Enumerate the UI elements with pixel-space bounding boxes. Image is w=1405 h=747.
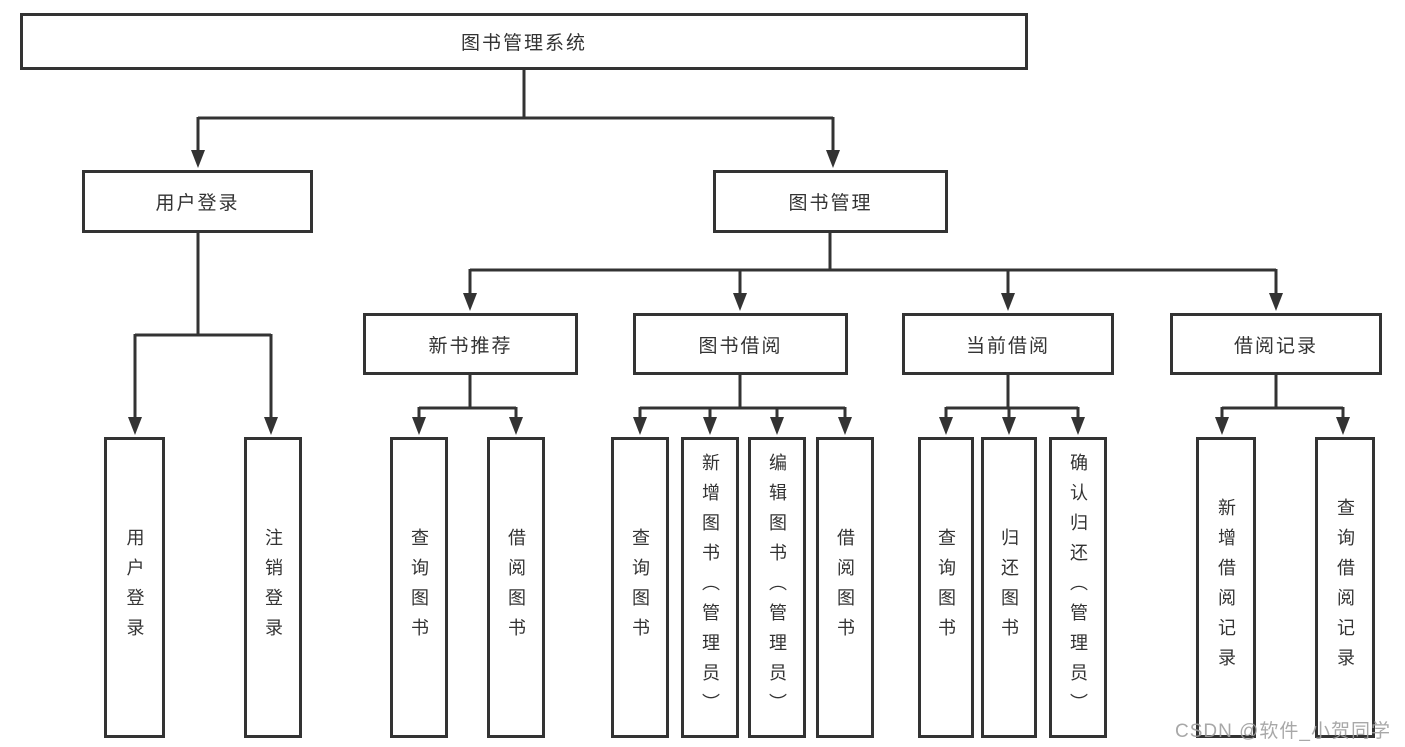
node-user-login-label: 用户登录 <box>155 193 240 214</box>
node-book-borrow: 图书借阅 <box>633 313 848 375</box>
node-borrow-records: 借阅记录 <box>1170 313 1382 375</box>
node-new-book-recommend: 新书推荐 <box>363 313 578 375</box>
node-current-borrow: 当前借阅 <box>902 313 1114 375</box>
node-root-label: 图书管理系统 <box>460 33 587 54</box>
node-new-book-recommend-label: 新书推荐 <box>428 335 513 357</box>
node-root: 图书管理系统 <box>20 13 1028 70</box>
leaf-user-login-label: 用户登录 <box>124 527 145 648</box>
leaf-query-books-3: 查询图书 <box>918 437 974 738</box>
leaf-borrow-books-2: 借阅图书 <box>816 437 874 738</box>
leaf-confirm-return-admin-label: 确认归还（管理员） <box>1068 452 1088 723</box>
leaf-edit-books-admin: 编辑图书（管理员） <box>748 437 806 738</box>
leaf-borrow-books-2-label: 借阅图书 <box>835 527 855 648</box>
node-book-management-label: 图书管理 <box>788 193 873 214</box>
leaf-add-borrow-record: 新增借阅记录 <box>1196 437 1256 738</box>
leaf-add-books-admin-label: 新增图书（管理员） <box>700 452 720 723</box>
leaf-borrow-books-1-label: 借阅图书 <box>506 527 526 648</box>
leaf-query-books-1-label: 查询图书 <box>409 527 429 648</box>
node-user-login: 用户登录 <box>82 170 313 233</box>
csdn-watermark: CSDN @软件_小贺同学 <box>1175 721 1391 742</box>
leaf-query-books-1: 查询图书 <box>390 437 448 738</box>
leaf-logout: 注销登录 <box>244 437 302 738</box>
leaf-add-books-admin: 新增图书（管理员） <box>681 437 739 738</box>
leaf-return-books-label: 归还图书 <box>999 527 1019 648</box>
leaf-confirm-return-admin: 确认归还（管理员） <box>1049 437 1107 738</box>
leaf-add-borrow-record-label: 新增借阅记录 <box>1216 497 1236 678</box>
leaf-return-books: 归还图书 <box>981 437 1037 738</box>
leaf-edit-books-admin-label: 编辑图书（管理员） <box>767 452 787 723</box>
node-book-borrow-label: 图书借阅 <box>698 335 783 357</box>
leaf-borrow-books-1: 借阅图书 <box>487 437 545 738</box>
leaf-user-login: 用户登录 <box>104 437 165 738</box>
leaf-query-borrow-record-label: 查询借阅记录 <box>1335 497 1355 678</box>
leaf-query-books-3-label: 查询图书 <box>936 527 956 648</box>
node-borrow-records-label: 借阅记录 <box>1233 335 1318 357</box>
leaf-logout-label: 注销登录 <box>263 527 283 648</box>
node-book-management: 图书管理 <box>713 170 948 233</box>
leaf-query-books-2: 查询图书 <box>611 437 669 738</box>
leaf-query-borrow-record: 查询借阅记录 <box>1315 437 1375 738</box>
node-current-borrow-label: 当前借阅 <box>965 335 1050 357</box>
leaf-query-books-2-label: 查询图书 <box>630 527 650 648</box>
